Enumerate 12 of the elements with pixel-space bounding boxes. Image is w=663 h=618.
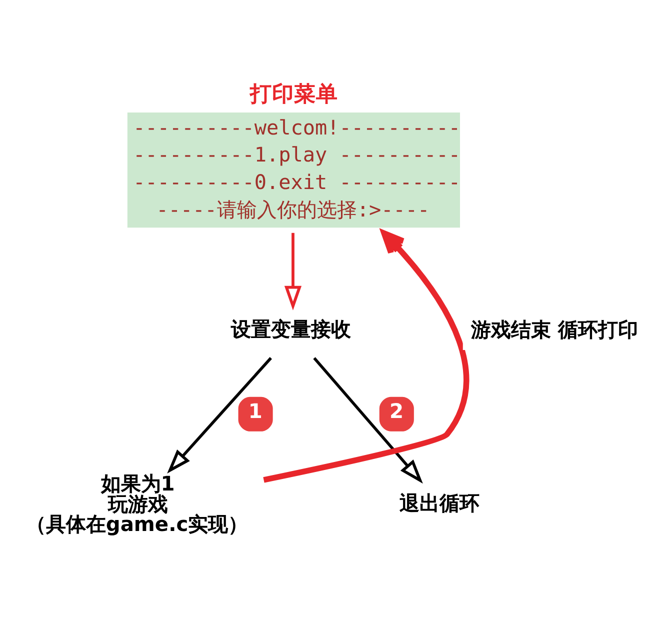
arrow [167, 357, 272, 474]
arrow [263, 230, 469, 483]
node-box: ----------welcom!---------- ----------1.play ---------- ----------0.exit ---------- -----请输入你的选择:>---- [127, 112, 460, 228]
edge-label: 1 [248, 398, 262, 423]
node-text: 退出循环 [400, 491, 480, 516]
arrow [313, 357, 423, 484]
node-text: 如果为1 玩游戏 （具体在game.c实现） [26, 472, 248, 536]
edge-label: 2 [389, 398, 404, 423]
node-label: 打印菜单 [250, 82, 338, 107]
node-text: 设置变量接收 [231, 316, 352, 341]
edge-label: 游戏结束 循环打印 [470, 318, 638, 342]
arrow [284, 232, 302, 310]
